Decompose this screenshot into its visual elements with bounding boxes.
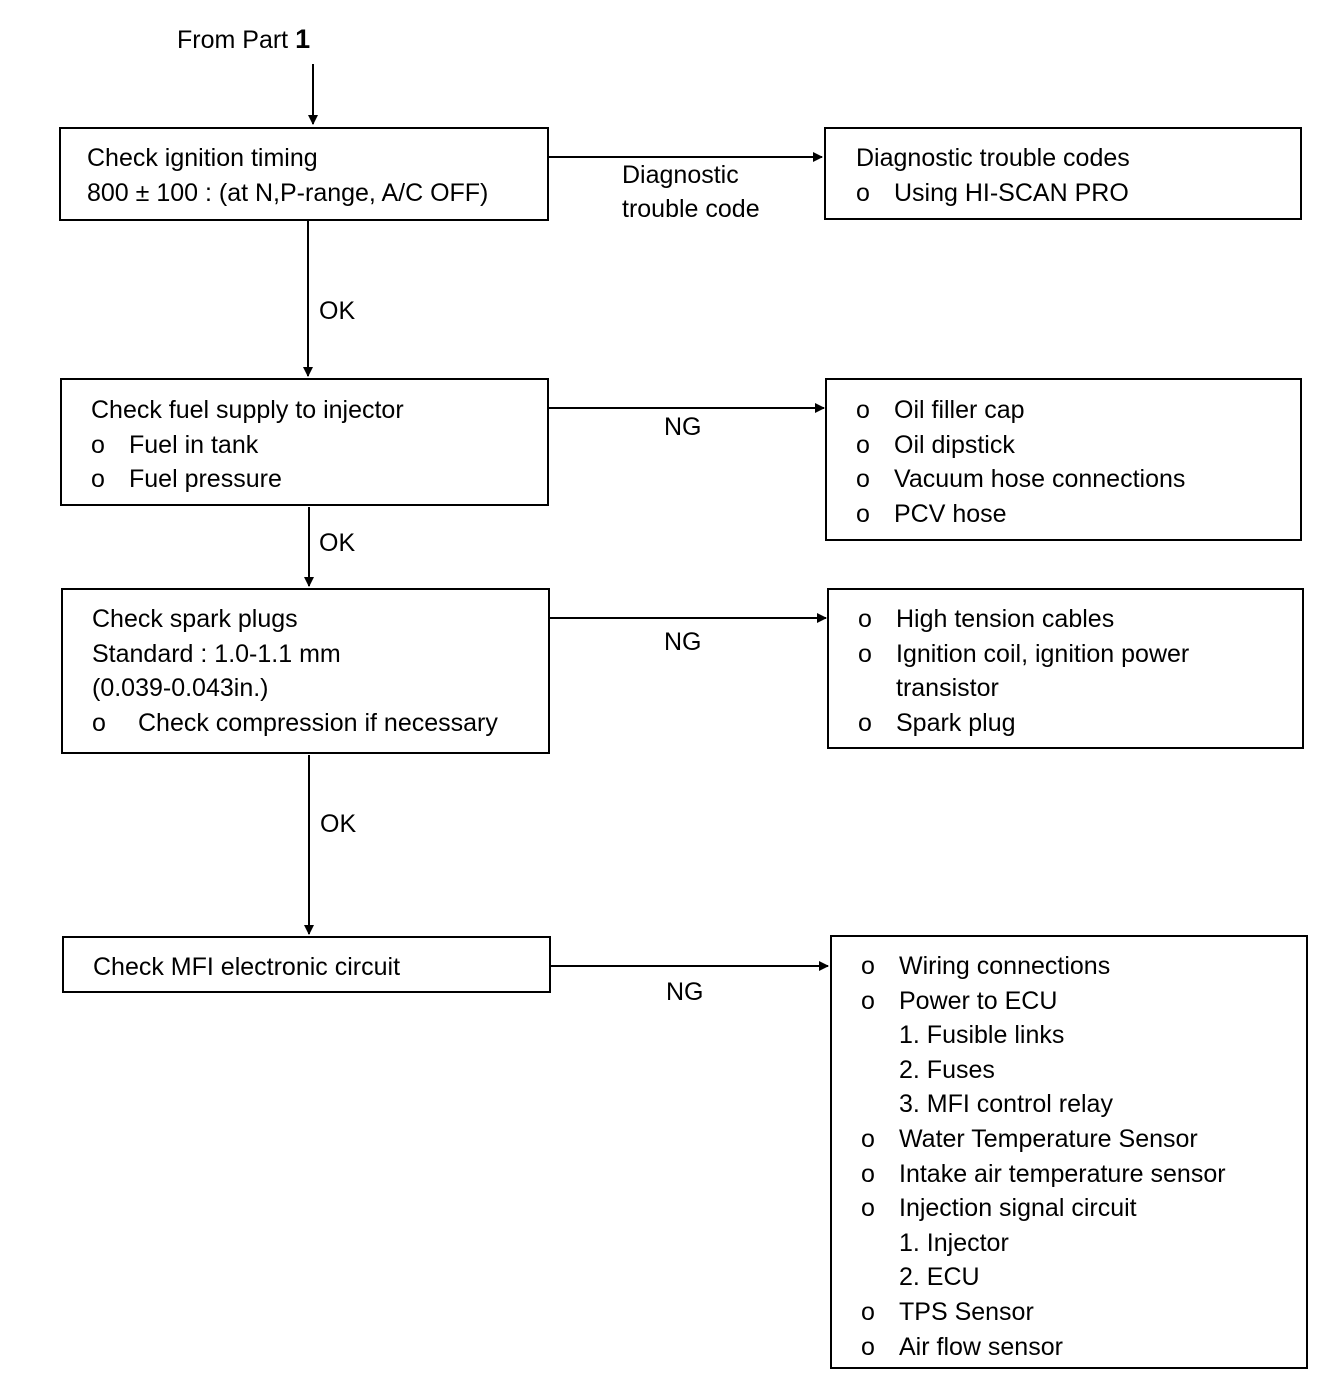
bullet: o xyxy=(861,1159,875,1188)
list-item-text: Ignition coil, ignition power xyxy=(896,639,1190,668)
sub-list-item: 3. MFI control relay xyxy=(861,1087,1306,1122)
list-item-text: transistor xyxy=(896,674,999,703)
list-item: o Fuel pressure xyxy=(91,462,547,497)
list-item-text: Fuel pressure xyxy=(129,465,282,494)
list-item: o Fuel in tank xyxy=(91,428,547,463)
list-item-text: 1. Fusible links xyxy=(899,1021,1065,1050)
list-item-text: Spark plug xyxy=(896,708,1016,737)
step1-branch-label: Diagnostic trouble code xyxy=(622,158,760,226)
bullet: o xyxy=(856,499,870,528)
list-item: o Injection signal circuit xyxy=(861,1191,1306,1226)
list-item: o Using HI-SCAN PRO xyxy=(856,176,1300,211)
list-item: o Spark plug xyxy=(858,706,1302,741)
step2-title: Check fuel supply to injector xyxy=(91,396,404,424)
bullet: o xyxy=(861,1297,875,1326)
sub-list-item: 1. Fusible links xyxy=(861,1018,1306,1053)
list-item: o Ignition coil, ignition power xyxy=(858,637,1302,672)
list-item-text: 2. Fuses xyxy=(899,1055,995,1084)
list-item-text: Injection signal circuit xyxy=(899,1194,1137,1223)
step1-title: Check ignition timing xyxy=(87,144,318,172)
list-item: o Power to ECU xyxy=(861,984,1306,1019)
bullet: o xyxy=(861,1194,875,1223)
list-item-text: Wiring connections xyxy=(899,952,1111,980)
from-part-label: From Part 1 xyxy=(177,24,310,55)
step4-ng-label: NG xyxy=(666,978,704,1006)
list-item: o Oil dipstick xyxy=(856,428,1300,463)
bullet: o xyxy=(856,465,870,494)
step1-branch-label-line2: trouble code xyxy=(622,195,760,223)
step1-detail: 800 ± 100 : (at N,P-range, A/C OFF) xyxy=(87,178,489,207)
list-item-text: Water Temperature Sensor xyxy=(899,1124,1198,1153)
step3-box: Check spark plugs Standard : 1.0-1.1 mm … xyxy=(61,588,550,754)
list-item: o High tension cables xyxy=(858,602,1302,637)
step3-ok-label: OK xyxy=(320,810,357,838)
list-item-text: 1. Injector xyxy=(899,1228,1009,1257)
list-item-text: Using HI-SCAN PRO xyxy=(894,178,1129,207)
bullet: o xyxy=(856,430,870,459)
step2-ng-label: NG xyxy=(664,413,702,441)
list-item-continuation: transistor xyxy=(858,671,1302,706)
step4-box: Check MFI electronic circuit xyxy=(62,936,551,993)
bullet: o xyxy=(91,430,105,459)
list-item-text: TPS Sensor xyxy=(899,1297,1034,1326)
step3-standard-in: (0.039-0.043in.) xyxy=(92,674,269,703)
step1-branch-label-line1: Diagnostic xyxy=(622,161,739,189)
list-item: o Vacuum hose connections xyxy=(856,462,1300,497)
step2-box: Check fuel supply to injector o Fuel in t… xyxy=(60,378,549,506)
bullet: o xyxy=(856,396,870,424)
bullet: o xyxy=(91,465,105,494)
step3-title: Check spark plugs xyxy=(92,605,298,633)
list-item: o PCV hose xyxy=(856,497,1300,532)
list-item-text: 3. MFI control relay xyxy=(899,1090,1113,1119)
bullet: o xyxy=(856,178,870,207)
list-item: o Oil filler cap xyxy=(856,393,1300,428)
list-item-text: Vacuum hose connections xyxy=(894,465,1186,494)
list-item-text: Fuel in tank xyxy=(129,430,259,459)
from-part-number: 1 xyxy=(295,24,311,54)
list-item-text: Check compression if necessary xyxy=(138,708,498,737)
list-item-text: Air flow sensor xyxy=(899,1332,1063,1361)
step3-ng-label: NG xyxy=(664,628,702,656)
from-part-text: From Part xyxy=(177,26,289,54)
step1-ok-label: OK xyxy=(319,297,356,325)
step3-standard: Standard : 1.0-1.1 mm xyxy=(92,639,341,668)
bullet: o xyxy=(858,605,872,633)
list-item-text: High tension cables xyxy=(896,605,1115,633)
sub-list-item: 2. ECU xyxy=(861,1260,1306,1295)
list-item: o Air flow sensor xyxy=(861,1330,1306,1365)
list-item: o Wiring connections xyxy=(861,949,1306,984)
bullet: o xyxy=(92,708,106,737)
bullet: o xyxy=(858,639,872,668)
dtc-result-title: Diagnostic trouble codes xyxy=(856,144,1130,172)
list-item-text: PCV hose xyxy=(894,499,1007,528)
list-item: o Check compression if necessary xyxy=(92,706,548,741)
step4-title: Check MFI electronic circuit xyxy=(93,953,401,981)
sub-list-item: 2. Fuses xyxy=(861,1053,1306,1088)
bullet: o xyxy=(861,952,875,980)
list-item: o TPS Sensor xyxy=(861,1295,1306,1330)
list-item: o Intake air temperature sensor xyxy=(861,1157,1306,1192)
list-item-text: Oil filler cap xyxy=(894,396,1025,424)
list-item: o Water Temperature Sensor xyxy=(861,1122,1306,1157)
bullet: o xyxy=(861,1124,875,1153)
list-item-text: Intake air temperature sensor xyxy=(899,1159,1226,1188)
sub-list-item: 1. Injector xyxy=(861,1226,1306,1261)
bullet: o xyxy=(861,986,875,1015)
bullet: o xyxy=(858,708,872,737)
bullet: o xyxy=(861,1332,875,1361)
step2-ok-label: OK xyxy=(319,529,356,557)
dtc-result-box: Diagnostic trouble codes o Using HI-SCAN … xyxy=(824,127,1302,220)
list-item-text: 2. ECU xyxy=(899,1263,980,1292)
list-item-text: Power to ECU xyxy=(899,986,1058,1015)
list-item-text: Oil dipstick xyxy=(894,430,1015,459)
step1-box: Check ignition timing 800 ± 100 : (at N,… xyxy=(59,127,549,221)
